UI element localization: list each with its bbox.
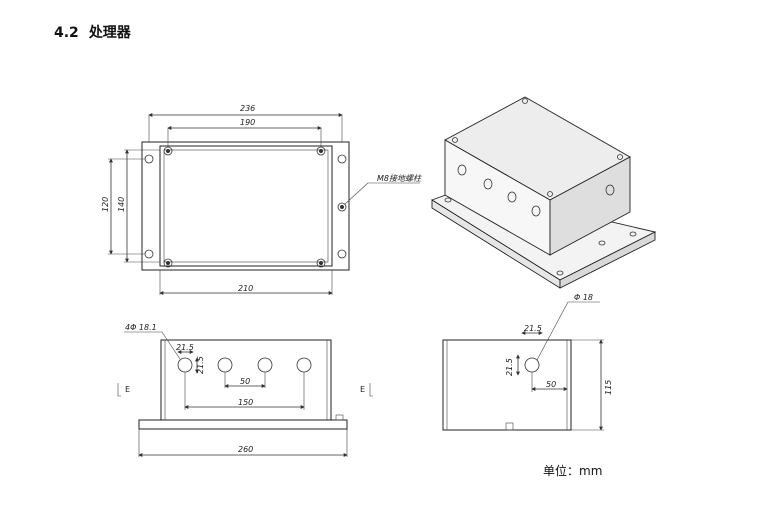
iso-box-side	[549, 156, 631, 256]
section-mark-left: E	[125, 385, 130, 394]
side-dim-offset: 50	[546, 380, 556, 389]
section-title: 处理器	[88, 25, 131, 41]
front-view: 4Φ 18.1 21.5 21.5 50 150 260 E E	[117, 323, 373, 457]
top-view-body	[159, 145, 333, 267]
dim-body-width: 210	[238, 284, 253, 293]
front-dim-a: 21.5	[176, 343, 194, 352]
ground-stud-callout: M8接地螺柱	[377, 174, 422, 183]
front-dim-b: 21.5	[196, 356, 205, 374]
side-dim-b: 21.5	[505, 358, 514, 376]
ground-stud-icon	[337, 202, 347, 212]
section-mark-right-icon	[369, 383, 373, 397]
section-mark-right: E	[360, 385, 365, 394]
top-view-screws	[163, 146, 326, 268]
iso-connectors	[457, 164, 615, 217]
front-dim-length: 260	[238, 445, 253, 454]
front-view-base	[138, 419, 348, 430]
isometric-view	[430, 96, 657, 289]
section-heading: 4.2 处理器	[54, 22, 131, 42]
front-dim-span: 150	[238, 398, 253, 407]
side-view: Φ 18 21.5 21.5 50 115	[442, 293, 613, 431]
side-dim-height: 115	[604, 380, 613, 395]
side-dim-a: 21.5	[524, 324, 542, 333]
section-number: 4.2	[54, 25, 79, 41]
side-callout-hole: Φ 18	[574, 293, 593, 302]
dim-height-inner: 120	[101, 197, 110, 212]
front-callout-holes: 4Φ 18.1	[125, 323, 157, 332]
dim-height-outer: 140	[117, 197, 126, 212]
dim-hole-spacing-x: 190	[240, 118, 255, 127]
section-mark-left-icon	[117, 383, 121, 397]
unit-label: 单位：mm	[543, 464, 603, 478]
front-dim-pitch: 50	[240, 377, 250, 386]
dim-overall-width: 236	[240, 104, 255, 113]
top-view: M8接地螺柱 236 190 210 140 120	[101, 104, 422, 295]
